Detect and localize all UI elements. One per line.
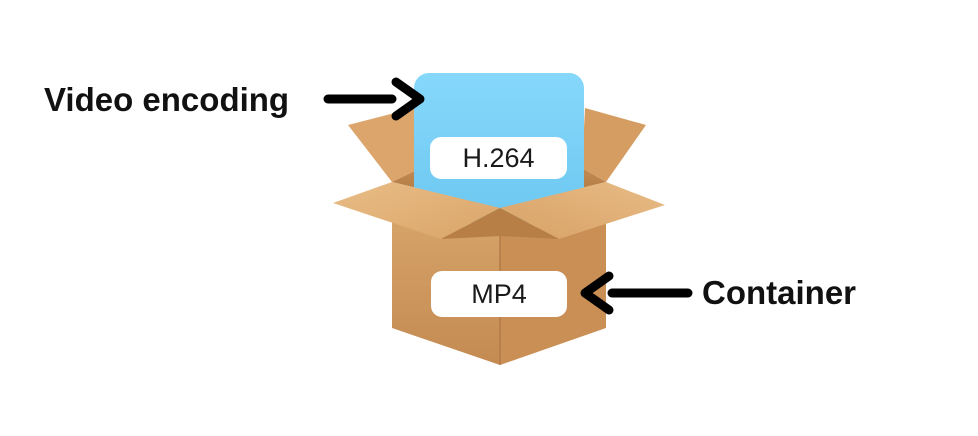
codec-label-pill <box>430 137 567 179</box>
video-encoding-label: Video encoding <box>44 81 289 118</box>
container-format-label: MP4 <box>471 279 527 309</box>
box-back-right-flap <box>582 108 646 182</box>
video-encoding-arrow-icon <box>391 77 425 121</box>
codec-label: H.264 <box>462 143 534 173</box>
box-front-right-flap <box>500 182 665 239</box>
container-callout: Container <box>580 271 856 315</box>
video-encoding-callout: Video encoding <box>44 77 425 121</box>
box-back-left-flap <box>348 107 421 182</box>
container-format-pill <box>431 271 567 317</box>
container-label: Container <box>702 274 856 311</box>
box-front-left-flap <box>333 182 500 239</box>
video-encoding-card: H.264 <box>414 73 584 223</box>
container-arrow-icon <box>580 271 614 315</box>
cardboard-box: MP4 <box>333 182 665 365</box>
box-inner-fold-shadow <box>441 208 559 239</box>
